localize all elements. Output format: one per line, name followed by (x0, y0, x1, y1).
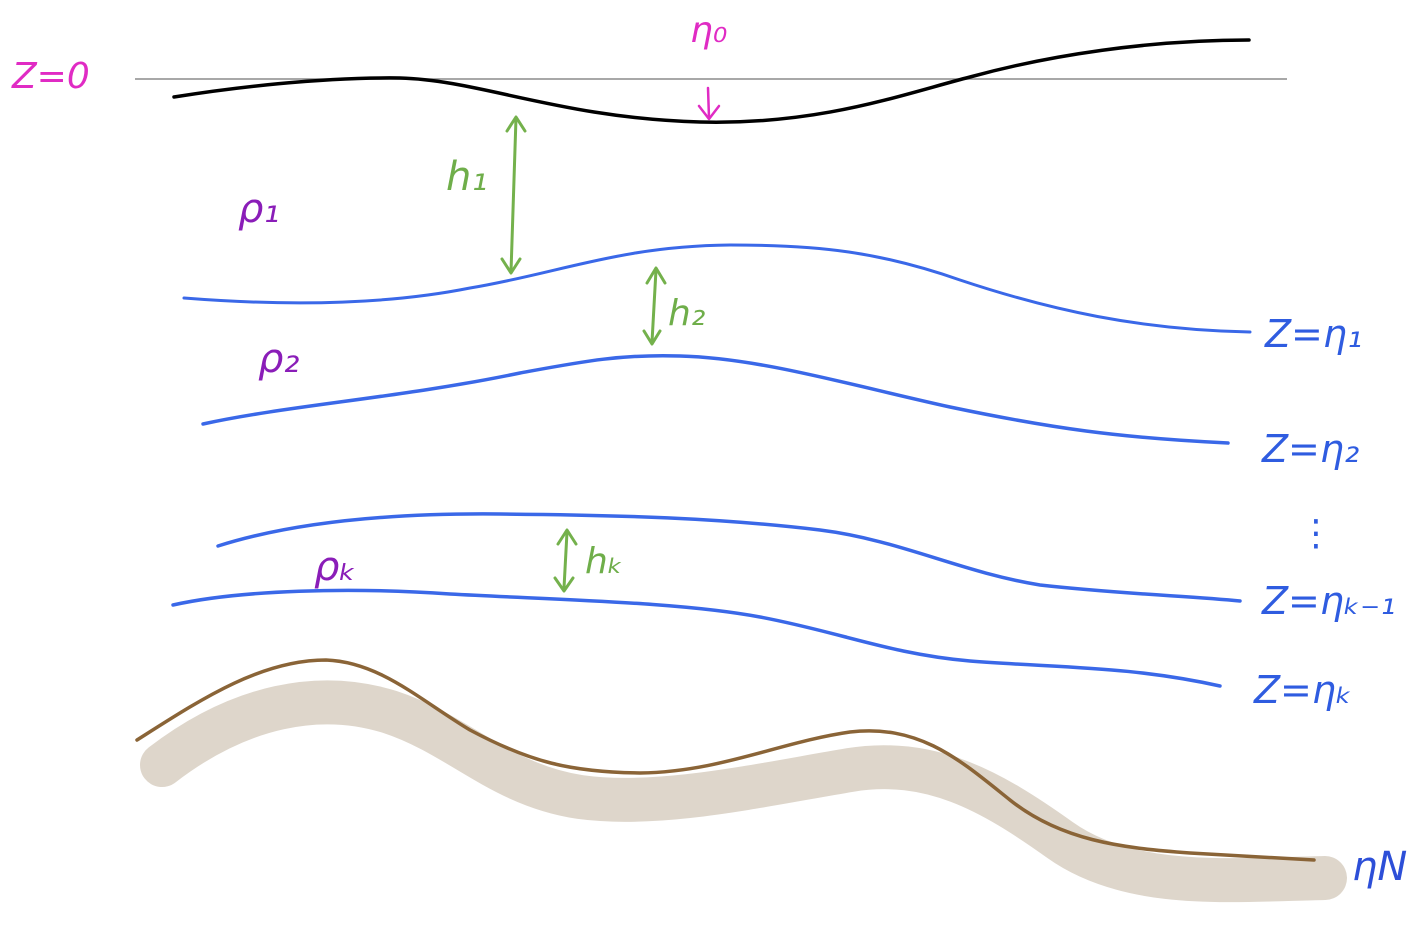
label-h1: h₁ (446, 154, 487, 200)
interface-etaK-1 (216, 512, 1242, 603)
label-z-etaK: Z=ηₖ (1253, 668, 1352, 712)
label-etaN: ηN (1352, 844, 1407, 890)
label-z-etaK-1: Z=ηₖ₋₁ (1261, 579, 1395, 623)
interface-eta1 (182, 243, 1252, 334)
bottom-eta-N (135, 658, 1316, 862)
interface-etaK (171, 588, 1222, 688)
eta0-pointer-arrow (697, 86, 721, 121)
hK-thickness-arrow (553, 528, 578, 593)
bottom-shading (140, 680, 1347, 903)
label-rho2: ρ₂ (258, 336, 299, 382)
free-surface-eta0 (172, 38, 1251, 124)
label-h2: h₂ (668, 293, 705, 334)
label-eta0: η₀ (690, 10, 727, 51)
h1-thickness-arrow (500, 115, 527, 275)
h2-thickness-arrow (642, 266, 667, 346)
label-vdots: ⋮ (1298, 513, 1334, 554)
label-rho1: ρ₁ (238, 186, 279, 232)
interface-eta2 (201, 353, 1230, 445)
label-z-eta1: Z=η₁ (1264, 312, 1362, 356)
label-z-eta2: Z=η₂ (1261, 427, 1359, 471)
label-z0: Z=0 (11, 56, 90, 97)
label-rhoK: ρₖ (314, 544, 356, 590)
label-hK: hₖ (585, 541, 623, 582)
